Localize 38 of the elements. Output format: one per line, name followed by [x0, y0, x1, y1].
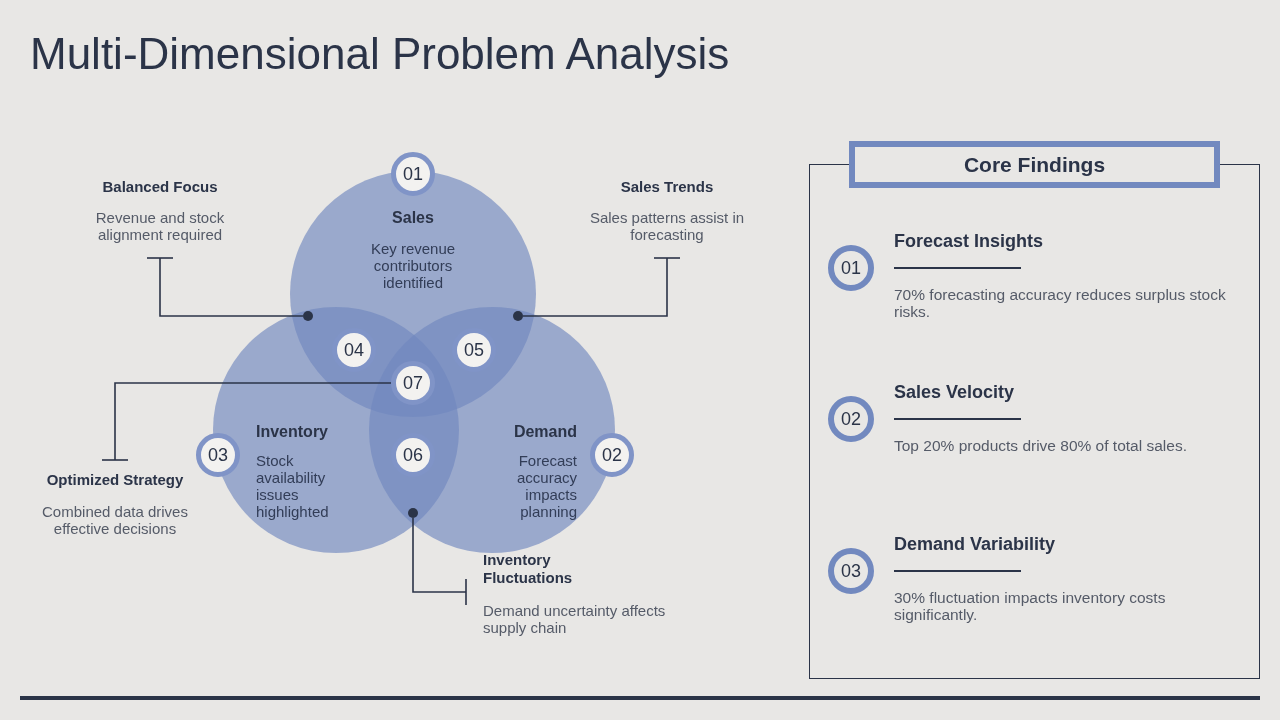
callout-description: Combined data drives effective decisions	[41, 503, 189, 537]
leader-line	[522, 257, 680, 317]
number-badge: 07	[391, 361, 435, 405]
callout-description: Demand uncertainty affects supply chain	[483, 602, 667, 636]
finding-title: Demand Variability	[894, 533, 1057, 555]
leader-line	[102, 382, 392, 461]
number-badge: 03	[828, 548, 874, 594]
circle-title: Demand	[512, 422, 577, 442]
number-badge: 06	[391, 433, 435, 477]
finding-description: 30% fluctuation impacts inventory costs significantly.	[894, 589, 1167, 623]
circle-title: Inventory	[256, 422, 329, 442]
leader-line	[147, 257, 304, 317]
number-badge: 01	[391, 152, 435, 196]
callout-title: Inventory Fluctuations	[483, 551, 574, 587]
connector-dot	[408, 508, 418, 518]
finding-title: Sales Velocity	[894, 381, 1016, 403]
number-badge: 04	[332, 328, 376, 372]
page-title: Multi-Dimensional Problem Analysis	[30, 28, 730, 80]
number-badge: 02	[828, 396, 874, 442]
number-badge: 05	[452, 328, 496, 372]
finding-description: Top 20% products drive 80% of total sales.	[894, 437, 1188, 454]
number-badge: 03	[196, 433, 240, 477]
callout-description: Revenue and stock alignment required	[94, 209, 226, 243]
circle-description: Forecast accuracy impacts planning	[515, 452, 577, 520]
circle-title: Sales	[391, 208, 435, 228]
number-badge: 01	[828, 245, 874, 291]
circle-description: Key revenue contributors identified	[369, 240, 457, 291]
connector-dot	[513, 311, 523, 321]
finding-description: 70% forecasting accuracy reduces surplus stock risks.	[894, 286, 1227, 320]
callout-title: Balanced Focus	[101, 177, 219, 197]
finding-title: Forecast Insights	[894, 230, 1045, 252]
number-badge: 02	[590, 433, 634, 477]
callout-title: Optimized Strategy	[45, 470, 185, 490]
callout-title: Sales Trends	[619, 177, 715, 197]
circle-description: Stock availability issues highlighted	[256, 452, 330, 520]
connector-dot	[303, 311, 313, 321]
panel-title: Core Findings	[849, 141, 1220, 188]
callout-description: Sales patterns assist in forecasting	[588, 209, 746, 243]
